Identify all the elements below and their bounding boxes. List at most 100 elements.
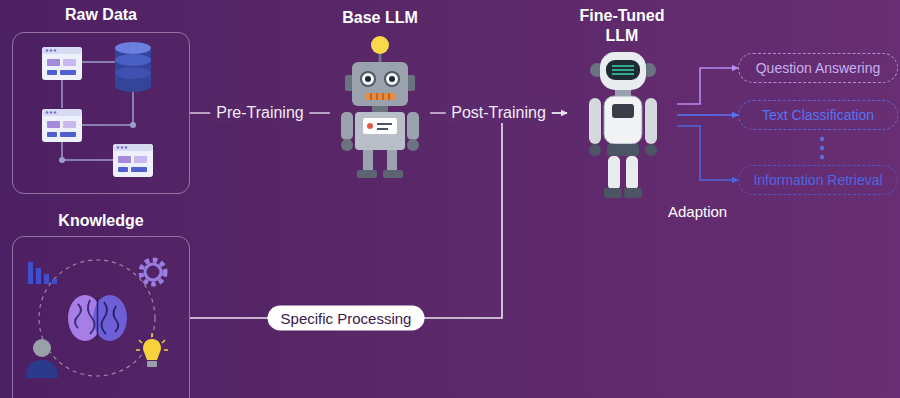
node-label: Base LLM (330, 8, 430, 28)
node-label: Text Classification (762, 107, 874, 123)
database-icon (115, 54, 151, 66)
fine-tuned-robot (626, 156, 638, 190)
base-robot (352, 62, 408, 106)
bar-chart-icon (28, 262, 33, 284)
person-icon (33, 339, 51, 357)
bulb-icon (139, 340, 142, 343)
brain-icon (68, 295, 127, 341)
database-icon (115, 80, 151, 92)
knowledge-ring (39, 260, 155, 376)
data-wires (61, 80, 63, 108)
fine-tuned-robot (589, 98, 601, 144)
connector (190, 113, 567, 318)
bulb-icon (164, 349, 168, 351)
fine-tuned-robot (645, 98, 657, 144)
base-robot (377, 123, 392, 125)
source-panel: Knowledge (12, 236, 190, 398)
connector (677, 114, 738, 116)
brain-icon (101, 302, 118, 334)
window-icon (42, 47, 82, 80)
base-robot (377, 128, 388, 130)
brain-icon (68, 295, 102, 341)
window-icon (113, 144, 153, 177)
base-robot (365, 76, 371, 82)
fine-tuned-robot (600, 52, 646, 90)
ellipsis-dots (820, 137, 824, 141)
ellipsis-dots (820, 155, 824, 159)
bar-chart-icon (28, 262, 57, 284)
base-robot (355, 112, 405, 150)
base-robot (341, 36, 419, 178)
gear-icon (141, 260, 165, 284)
bulb-icon (162, 340, 165, 343)
window-icon (113, 144, 153, 177)
ellipsis-dots (820, 146, 824, 150)
fine-tuned-robot (608, 156, 620, 190)
base-robot (367, 123, 373, 129)
node-label: Information Retrieval (753, 172, 882, 188)
task-box: Question Answering (738, 53, 898, 83)
base-robot (363, 150, 373, 172)
window-icon (42, 109, 82, 142)
fine-tuned-robot (607, 144, 639, 156)
task-box: Text Classification (738, 100, 898, 130)
brain-icon (97, 297, 99, 340)
gear-icon (141, 260, 165, 284)
bulb-icon (151, 333, 153, 337)
base-robot (385, 72, 399, 86)
fine-tuned-robot (645, 144, 657, 156)
data-wires (82, 61, 115, 63)
base-robot (357, 170, 377, 178)
stage-label: Adaption (668, 203, 727, 220)
base-robot (371, 36, 389, 54)
base-robot (407, 75, 415, 91)
base-robot (371, 93, 389, 100)
task-box: Information Retrieval (738, 165, 898, 195)
database-icon (115, 67, 151, 79)
base-robot (345, 75, 353, 91)
database-icon (115, 42, 151, 92)
bar-chart-icon (52, 279, 57, 284)
source-panel: Raw Data (12, 32, 190, 194)
edge-label: Post-Training (445, 103, 552, 123)
node-label: Question Answering (756, 60, 881, 76)
fine-tuned-robot (612, 104, 634, 118)
base-robot (363, 118, 397, 134)
fine-tuned-robot (604, 96, 642, 144)
base-robot (372, 106, 388, 112)
base-robot (361, 72, 375, 86)
bulb-icon (136, 349, 140, 351)
window-icon (42, 109, 82, 142)
node-label: Fine-Tuned LLM (567, 6, 677, 46)
brain-icon (93, 295, 127, 341)
gear-icon (145, 264, 161, 280)
fine-tuned-robot (606, 60, 640, 80)
knowledge-ring (39, 260, 155, 376)
base-robot (383, 170, 403, 178)
window-icon (42, 47, 82, 80)
brain-icon (75, 300, 95, 334)
bulb-icon (136, 333, 168, 350)
bulb-icon (143, 339, 161, 360)
base-robot (407, 112, 419, 140)
database-icon (115, 42, 151, 54)
base-robot (341, 112, 353, 140)
fine-tuned-robot (615, 90, 631, 96)
ellipsis-dots (820, 137, 824, 159)
data-wires (82, 90, 133, 125)
bulb-icon (147, 361, 157, 367)
fine-tuned-robot (612, 66, 634, 74)
person-icon (26, 339, 58, 378)
model-figure: Base LLM (330, 8, 430, 184)
edge-label: Specific Processing (268, 306, 425, 331)
base-robot (407, 139, 419, 151)
connector (677, 126, 738, 180)
fine-tuned-robot (624, 188, 642, 198)
edge-label: Pre-Training (210, 103, 309, 123)
fine-tuned-robot (589, 144, 601, 156)
base-robot (365, 93, 395, 100)
